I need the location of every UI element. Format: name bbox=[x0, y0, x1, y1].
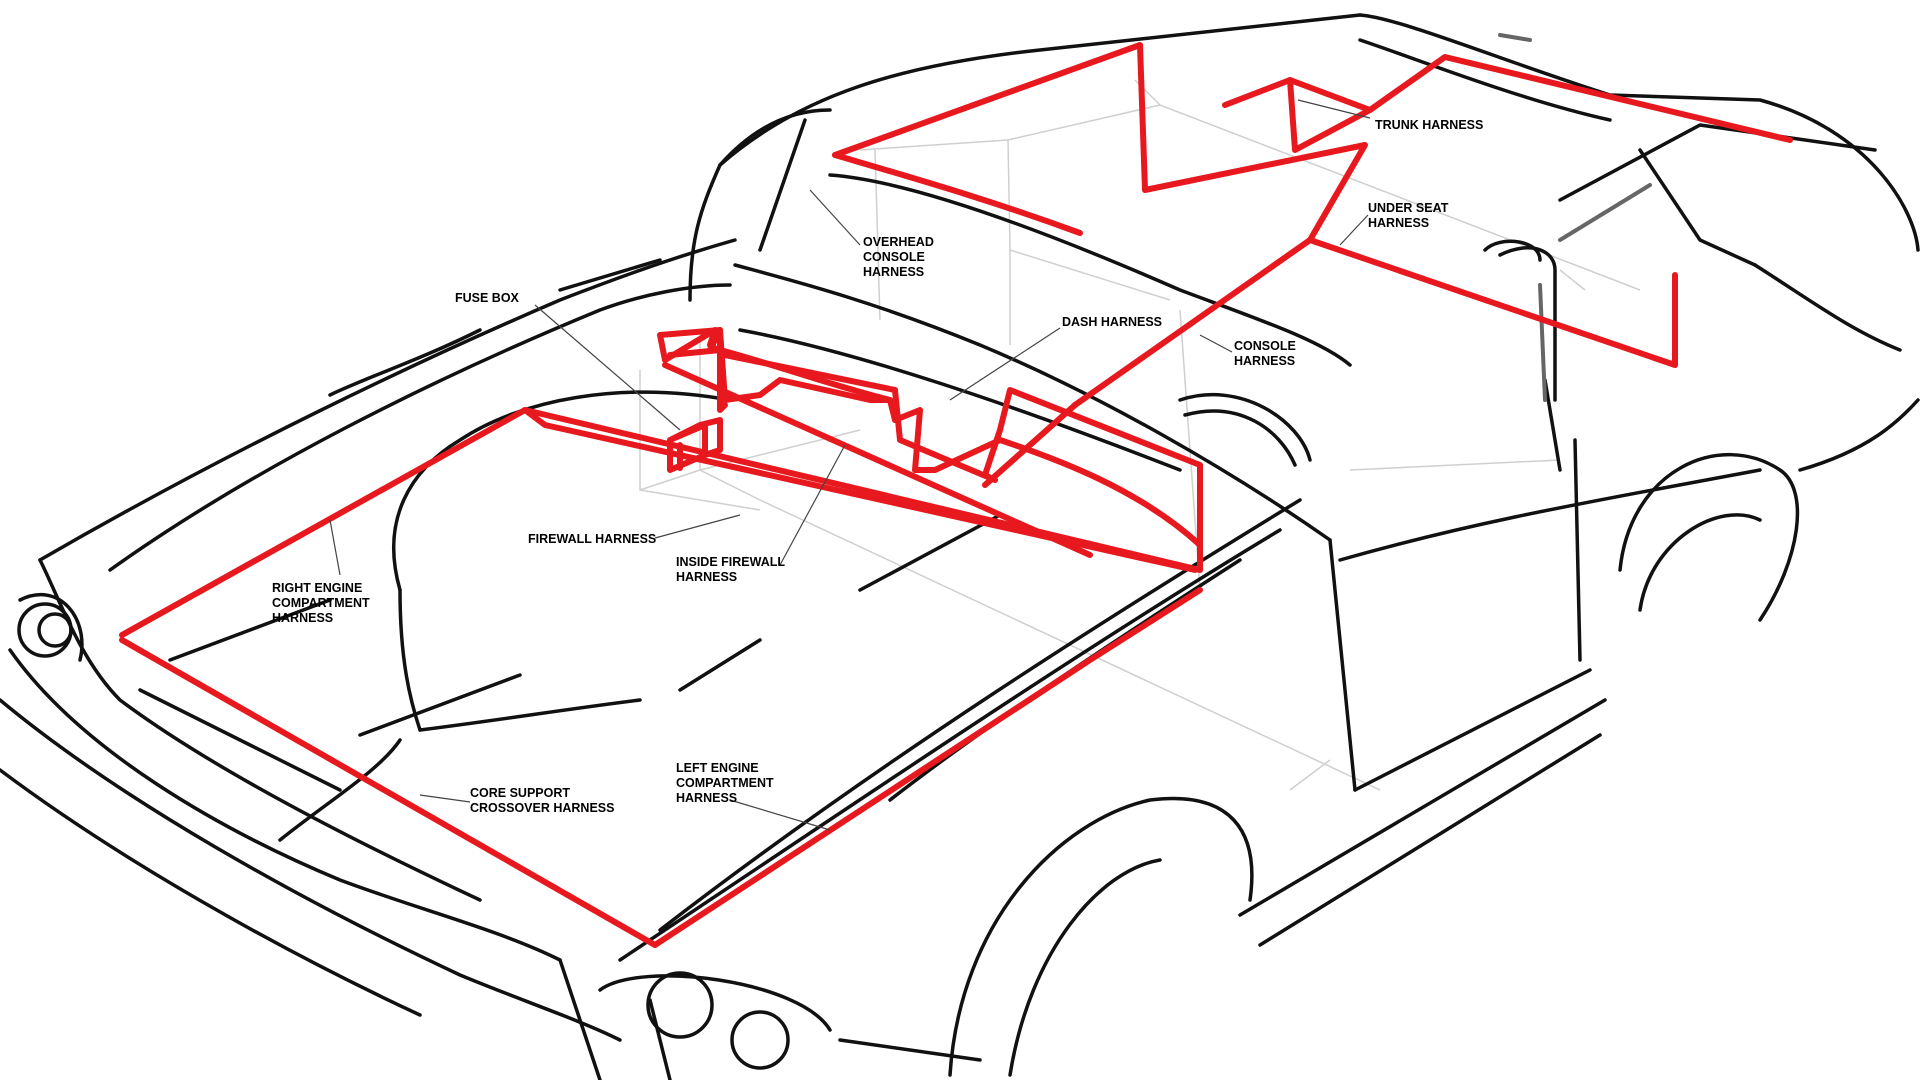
hood-dash-2 bbox=[858, 513, 1002, 592]
label-console-harness: CONSOLE HARNESS bbox=[1234, 339, 1299, 368]
lower-fascia bbox=[838, 1038, 982, 1062]
rear-wheel-arch bbox=[1618, 453, 1800, 622]
leader-firewall bbox=[654, 514, 741, 539]
leader-lines bbox=[329, 99, 1371, 831]
harness-routes bbox=[119, 42, 1793, 948]
label-firewall-harness: FIREWALL HARNESS bbox=[528, 532, 656, 546]
leader-trunk bbox=[1297, 99, 1371, 119]
bumper-lower bbox=[0, 768, 422, 1017]
grille-line bbox=[138, 688, 342, 792]
leader-left-engine bbox=[729, 799, 831, 831]
rear-wheel-partial bbox=[1638, 513, 1762, 612]
headlight-right-outer bbox=[17, 602, 73, 658]
under-seat-harness-route bbox=[1307, 237, 1678, 368]
quarter-top bbox=[1358, 38, 1612, 122]
windshield-frame bbox=[688, 108, 832, 302]
firewall-harness-route bbox=[522, 407, 1198, 573]
inside-firewall-route bbox=[707, 327, 893, 403]
label-overhead-console-harness: OVERHEAD CONSOLE HARNESS bbox=[863, 235, 937, 279]
dash-top bbox=[738, 328, 1182, 472]
rocker-line bbox=[1238, 698, 1607, 917]
door-front-line bbox=[1328, 538, 1357, 792]
leader-inside-firewall bbox=[779, 444, 846, 566]
interior-hidden-lines bbox=[639, 79, 1641, 791]
headrest-right bbox=[1498, 246, 1557, 402]
callout-labels: TRUNK HARNESS UNDER SEAT HARNESS OVERHEA… bbox=[272, 118, 1483, 815]
headlight-right-bezel bbox=[18, 592, 84, 662]
front-edge bbox=[558, 958, 602, 1080]
right-fender-top bbox=[558, 258, 662, 292]
front-edge-2 bbox=[648, 998, 672, 1080]
hood-outline-left-outer bbox=[38, 238, 737, 562]
windshield-header-route bbox=[832, 152, 1083, 236]
leader-console bbox=[1199, 334, 1233, 353]
label-dash-harness: DASH HARNESS bbox=[1062, 315, 1162, 329]
hood-edge-right-2 bbox=[618, 528, 1282, 962]
seat-cushion bbox=[1183, 409, 1297, 467]
hood-center-curve bbox=[391, 390, 732, 592]
roof-line bbox=[718, 13, 1362, 167]
leader-dash bbox=[949, 327, 1061, 401]
nose-top bbox=[38, 558, 482, 902]
trunk-harness-route bbox=[1222, 54, 1793, 153]
headlight-left-outer bbox=[646, 971, 714, 1039]
leader-overhead bbox=[809, 189, 861, 246]
headlight-left-bezel bbox=[598, 974, 832, 1032]
headlight-right-inner bbox=[37, 612, 73, 648]
bumper-line bbox=[0, 698, 622, 1042]
right-fender-line bbox=[328, 328, 482, 397]
console-link-route bbox=[982, 402, 1078, 488]
trunk-line bbox=[1558, 123, 1877, 202]
windshield-top-inner bbox=[828, 173, 1352, 367]
label-under-seat-harness: UNDER SEAT HARNESS bbox=[1368, 201, 1452, 230]
label-fuse-box: FUSE BOX bbox=[455, 291, 520, 305]
left-engine-compartment-route bbox=[652, 587, 1203, 948]
rear-fender-top bbox=[1753, 263, 1902, 352]
rear-fender-side bbox=[1798, 398, 1920, 472]
headlight-left-inner bbox=[730, 1010, 790, 1070]
label-left-engine-compartment-harness: LEFT ENGINE COMPARTMENT HARNESS bbox=[676, 761, 777, 805]
seat-back bbox=[1178, 393, 1312, 462]
leader-core-support bbox=[419, 794, 471, 803]
trim-right bbox=[168, 598, 332, 662]
headrest-left bbox=[1483, 239, 1542, 262]
hood-dash-1 bbox=[678, 638, 762, 692]
door-bottom-line bbox=[1353, 668, 1592, 792]
overhead-console-harness-route bbox=[832, 42, 1368, 408]
a-pillar-right bbox=[758, 118, 807, 252]
label-inside-firewall-harness: INSIDE FIREWALL HARNESS bbox=[676, 555, 788, 584]
trim-right-2 bbox=[358, 673, 522, 737]
nose-lower bbox=[8, 648, 562, 962]
side-crease bbox=[1338, 468, 1762, 562]
rear-pillar bbox=[1543, 378, 1562, 472]
hood-edge-right bbox=[658, 498, 1302, 932]
hood-outline-left bbox=[108, 283, 732, 572]
hood-front-line bbox=[278, 738, 402, 842]
leader-fuse-box bbox=[534, 304, 681, 431]
engine-compartment-route bbox=[119, 327, 1203, 638]
car-body-outline bbox=[0, 13, 1920, 1080]
door-rear-line bbox=[1573, 438, 1582, 662]
car-trim-lines bbox=[1498, 33, 1652, 402]
hood-bulge-bottom bbox=[418, 698, 642, 732]
label-trunk-harness: TRUNK HARNESS bbox=[1375, 118, 1483, 132]
front-wheel-arch bbox=[948, 796, 1254, 1077]
dash-harness-route bbox=[667, 347, 1203, 548]
label-right-engine-compartment-harness: RIGHT ENGINE COMPARTMENT HARNESS bbox=[272, 581, 373, 625]
leader-under-seat bbox=[1339, 214, 1369, 246]
label-core-support-crossover-harness: CORE SUPPORT CROSSOVER HARNESS bbox=[470, 786, 614, 815]
hood-center-curve-lower bbox=[398, 588, 422, 732]
firewall-inner-route bbox=[662, 362, 1093, 558]
trunk-zigzag bbox=[1287, 77, 1373, 113]
core-support-crossover-route bbox=[119, 637, 658, 948]
rear-glass bbox=[1638, 148, 1757, 267]
fuse-box bbox=[667, 417, 723, 473]
cowl-line bbox=[733, 263, 1332, 542]
leader-right-engine bbox=[329, 519, 341, 576]
front-wheel-inner bbox=[1008, 858, 1162, 1077]
rocker-lower bbox=[1258, 733, 1602, 947]
